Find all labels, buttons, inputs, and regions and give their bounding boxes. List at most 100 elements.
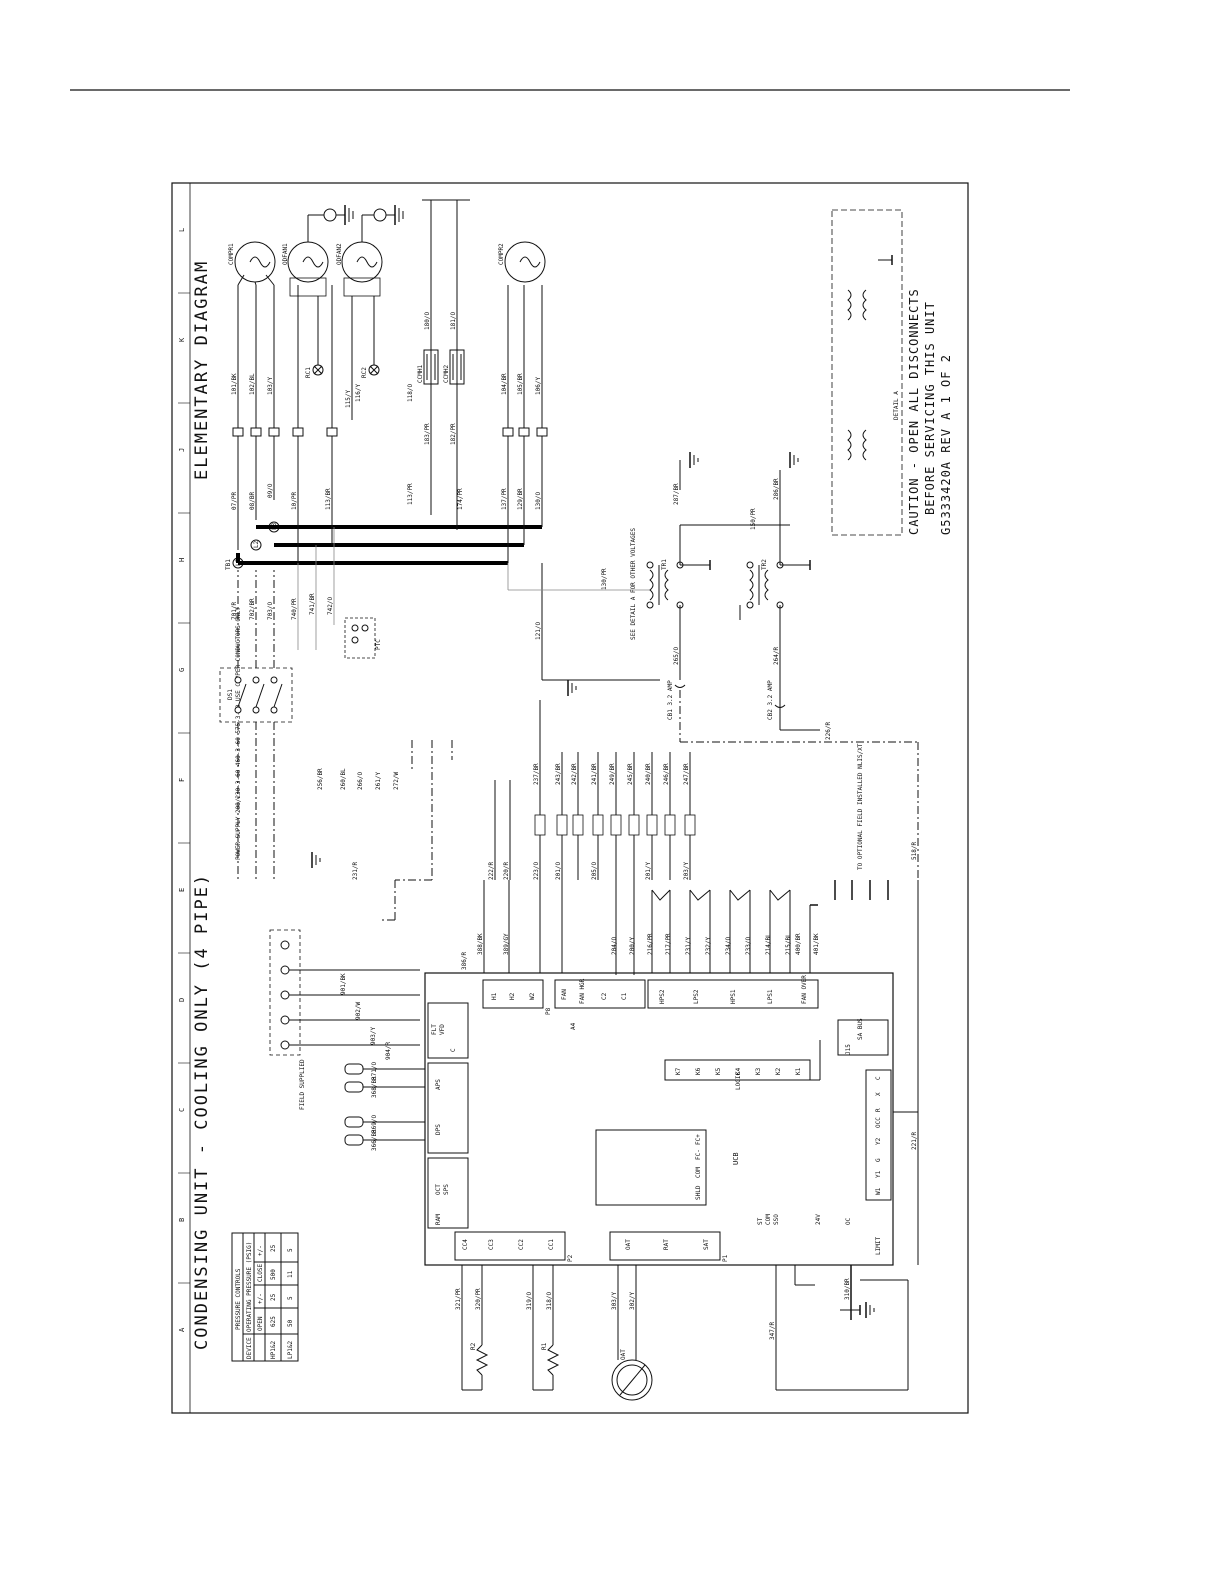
ucb-output-wire: 242/BR xyxy=(571,763,578,785)
sensor-wire: 221/R xyxy=(911,1132,918,1150)
ucb-wire: 261/Y xyxy=(375,772,382,790)
p8-label: P8 xyxy=(545,1007,552,1015)
aps-wire: 368/BR xyxy=(371,1076,378,1098)
inputs-wire: 214/BL xyxy=(765,933,772,955)
aps-wire: 371/O xyxy=(371,1062,378,1080)
table-cell: 5 xyxy=(287,1296,294,1300)
sensor-wire: 303/Y xyxy=(611,1292,618,1310)
p9-in: FAN OVER xyxy=(801,975,808,1004)
ccmh-heaters: CCMH1 CCMH2 183/PR 182/PR 180/O 181/O 11… xyxy=(407,199,470,530)
see-detail-note: SEE DETAIL A FOR OTHER VOLTAGES xyxy=(630,528,637,640)
grid-letter: L xyxy=(178,228,186,232)
tr-wire: 121/O xyxy=(535,622,542,640)
tr1-label: TR1 xyxy=(661,559,668,570)
compr1-motor: COMPR1 xyxy=(228,241,276,286)
table-cell: 5 xyxy=(287,1248,294,1252)
p2-label: P2 xyxy=(567,1254,574,1262)
sensor-wire: 518/R xyxy=(911,842,918,860)
odfan1-label: ODFAN1 xyxy=(282,243,289,265)
tb1-wire: 113/PR xyxy=(407,483,414,505)
logic-k: K5 xyxy=(715,1067,722,1075)
tr1-transformer: TR1 SEE DETAIL A FOR OTHER VOLTAGES 121/… xyxy=(507,460,790,681)
p5-flt: FLT xyxy=(431,1024,438,1035)
logic-k: K6 xyxy=(695,1067,702,1075)
sensor-wire: 310/BR xyxy=(844,1278,851,1300)
inputs-wire: 200/Y xyxy=(629,937,636,955)
p2-cc: CC3 xyxy=(488,1239,495,1250)
table-cell: HP1&2 xyxy=(270,1341,277,1359)
logic-k: K1 xyxy=(795,1067,802,1075)
tr-wire: 264/R xyxy=(773,647,780,665)
drawing-number: G5333420A REV A 1 OF 2 xyxy=(939,354,953,535)
rc2-label: RC2 xyxy=(361,367,368,378)
compr2-wire: 104/BR xyxy=(501,373,508,395)
p2-cc: CC1 xyxy=(548,1239,555,1250)
vfd-wire: 903/Y xyxy=(370,1027,377,1045)
ucb-input-terminals: 204/O 200/Y 216/PR 217/PR 231/Y 232/Y 23… xyxy=(483,880,820,973)
grid-letter: K xyxy=(178,337,186,342)
term: Y1 xyxy=(875,1170,882,1178)
sensor-wire: 319/O xyxy=(526,1292,533,1310)
cb2-label: CB2 3.2 AMP xyxy=(767,680,774,720)
tb1-wire: 10/PR xyxy=(291,492,298,510)
ds1-disconnect: DS1 xyxy=(219,667,293,723)
grid-letter: B xyxy=(178,1218,186,1222)
p9-in: HPS2 xyxy=(659,989,666,1004)
p22-dps: DPS xyxy=(435,1124,442,1135)
table-cell: 25 xyxy=(270,1244,277,1252)
ucb-left-oc: OC xyxy=(845,1217,852,1225)
dps-wire: 366/BR xyxy=(371,1129,378,1151)
cb1-label: CB1 3.2 AMP xyxy=(667,680,674,720)
tb5-wire: 389/GY xyxy=(503,933,510,955)
m2-wire: 130/O xyxy=(535,492,542,510)
fan-wire: 115/Y xyxy=(345,390,352,408)
odfan1-motor: ODFAN1 xyxy=(282,205,354,297)
ccmh2-label: CCMH2 xyxy=(443,365,450,383)
p9-in: LPS1 xyxy=(767,989,774,1004)
tb1-wire: 702/BR xyxy=(249,598,256,620)
limit-label: LIMIT xyxy=(875,1237,882,1255)
compr1-circuit: 101/BK 102/BL 103/Y 07/PR 08/BR 09/O 10/… xyxy=(231,285,338,620)
elementary-diagram-title: ELEMENTARY DIAGRAM xyxy=(192,260,212,480)
term: OCC xyxy=(875,1117,882,1128)
term: G xyxy=(875,1158,882,1162)
ucb-wire: 260/BL xyxy=(340,768,347,790)
p9-in: HPS1 xyxy=(730,989,737,1004)
vfd-leads: 901/BK 902/W 903/Y 904/R FIELD SUPPLIED xyxy=(269,929,420,1110)
tr2-label: TR2 xyxy=(761,559,768,570)
inputs-wire: 216/PR xyxy=(647,933,654,955)
bottom-sensors: R2 R1 OAT 321/PR 320/PR 319/O 318/O 303/… xyxy=(455,1265,653,1401)
tb1-wire: 741/BR xyxy=(309,593,316,615)
ucb-output-wire: 249/BR xyxy=(609,763,616,785)
ucb-wire: 223/O xyxy=(533,862,540,880)
tb5-wire: 388/BK xyxy=(477,933,484,955)
p4-sps: SPS xyxy=(443,1184,450,1195)
ccmh-wire: 180/O xyxy=(424,312,431,330)
p8-out: C1 xyxy=(621,992,628,1000)
pressure-switches xyxy=(651,889,818,906)
term: X xyxy=(875,1092,882,1096)
r1-label: R1 xyxy=(541,1342,548,1350)
ucb-output-wire: 243/BR xyxy=(555,763,562,785)
term: Y2 xyxy=(875,1137,882,1145)
table-cell: 625 xyxy=(270,1316,277,1327)
ground-symbols xyxy=(311,452,875,1318)
diagram-frame xyxy=(171,182,969,1414)
ucb-wire: 201/O xyxy=(555,862,562,880)
table-cell: 500 xyxy=(270,1269,277,1280)
inputs-wire: 401/BK xyxy=(813,933,820,955)
sensor-wire: 347/R xyxy=(769,1322,776,1340)
table-cell: 11 xyxy=(287,1270,294,1278)
sensor-wire: 302/Y xyxy=(629,1292,636,1310)
ucb-wire: 220/R xyxy=(503,862,510,880)
odfan2-label: ODFAN2 xyxy=(336,243,343,265)
p8-a4: A4 xyxy=(570,1022,577,1030)
ucb-output-wire: 240/BR xyxy=(645,763,652,785)
run-capacitors: RC1 RC2 115/Y 116/Y 118/O xyxy=(297,296,414,420)
compr2-wire: 105/BR xyxy=(517,373,524,395)
ccmh1-label: CCMH1 xyxy=(417,365,424,383)
inputs-wire: 231/Y xyxy=(685,937,692,955)
vfd-wire: 904/R xyxy=(385,1042,392,1060)
sensor-wire: 318/O xyxy=(546,1292,553,1310)
